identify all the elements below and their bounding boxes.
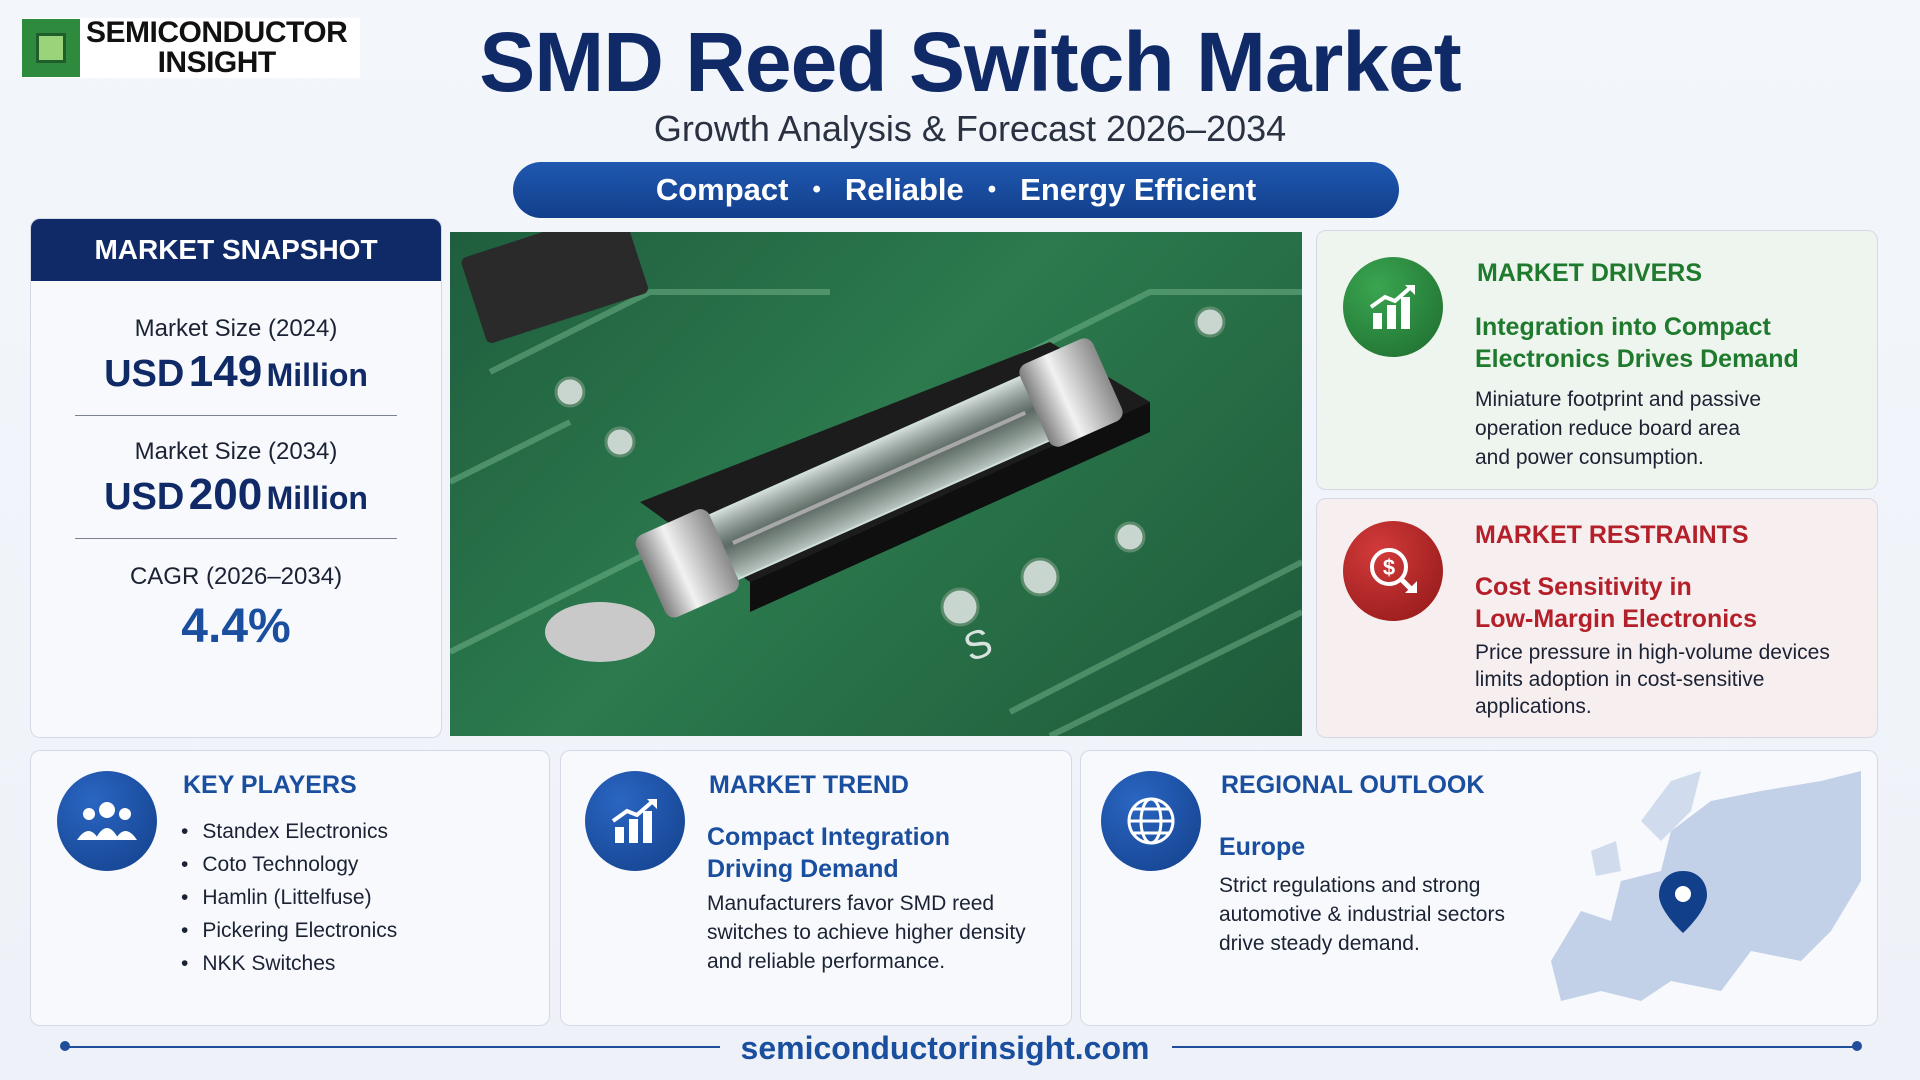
- cagr-value: 4.4%: [181, 600, 291, 653]
- drivers-subheading-line: Electronics Drives Demand: [1475, 345, 1799, 373]
- svg-text:$: $: [1383, 555, 1395, 580]
- footer-dot: [1852, 1041, 1862, 1051]
- snapshot-heading: MARKET SNAPSHOT: [31, 219, 441, 281]
- svg-text:S: S: [958, 620, 998, 670]
- tagline-pill: Compact • Reliable • Energy Efficient: [513, 162, 1399, 218]
- tag-reliable: Reliable: [844, 172, 964, 207]
- market-drivers-panel: MARKET DRIVERS Integration into Compact …: [1316, 230, 1878, 490]
- location-pin-icon: [1659, 871, 1707, 933]
- chip-icon: [22, 19, 80, 77]
- list-item: NKK Switches: [181, 947, 397, 980]
- trend-subheading-line: Driving Demand: [707, 855, 899, 883]
- restraints-text-line: Price pressure in high-volume devices: [1475, 641, 1830, 664]
- market-size-2034-label: Market Size (2034): [134, 438, 338, 465]
- tag-separator: •: [987, 176, 997, 203]
- reed-switch-photo: S: [450, 232, 1302, 736]
- market-snapshot-panel: MARKET SNAPSHOT Market Size (2024) USD 1…: [30, 218, 442, 738]
- currency: USD: [104, 353, 185, 395]
- regional-text-line: automotive & industrial sectors: [1219, 903, 1505, 926]
- tag-energy-efficient: Energy Efficient: [1020, 172, 1257, 207]
- trend-subheading-line: Compact Integration: [707, 823, 951, 851]
- key-players-panel: KEY PLAYERS Standex Electronics Coto Tec…: [30, 750, 550, 1026]
- pcb-illustration: S: [450, 232, 1302, 736]
- currency: USD: [104, 476, 185, 518]
- drivers-text-line: operation reduce board area: [1475, 417, 1741, 440]
- regional-text: Strict regulations and strong automotive…: [1219, 871, 1505, 958]
- trend-text: Manufacturers favor SMD reed switches to…: [707, 889, 1026, 976]
- regional-outlook-panel: REGIONAL OUTLOOK Europe Strict regulatio…: [1080, 750, 1878, 1026]
- market-size-2034-value: 200: [188, 470, 263, 519]
- market-size-2024-label: Market Size (2024): [134, 315, 338, 342]
- growth-chart-icon: [1343, 257, 1443, 357]
- market-restraints-panel: $ MARKET RESTRAINTS Cost Sensitivity in …: [1316, 498, 1878, 738]
- market-trend-panel: MARKET TREND Compact Integration Driving…: [560, 750, 1072, 1026]
- page-subtitle: Growth Analysis & Forecast 2026–2034: [653, 108, 1287, 149]
- list-item: Standex Electronics: [181, 815, 397, 848]
- brand-name-line1: SEMICONDUCTOR: [86, 16, 348, 49]
- market-size-2034: Market Size (2034) USD 200 Million: [31, 438, 441, 520]
- restraints-subheading-line: Low-Margin Electronics: [1475, 605, 1757, 633]
- cagr-label: CAGR (2026–2034): [129, 563, 343, 590]
- unit: Million: [266, 480, 368, 516]
- footer-url[interactable]: semiconductorinsight.com: [740, 1030, 1150, 1066]
- brand-logo: SEMICONDUCTOR INSIGHT: [22, 18, 360, 78]
- restraints-text-line: applications.: [1475, 695, 1592, 718]
- market-size-2024: Market Size (2024) USD 149 Million: [31, 315, 441, 397]
- trend-subheading: Compact Integration Driving Demand: [707, 821, 950, 885]
- drivers-subheading-line: Integration into Compact: [1475, 313, 1771, 341]
- drivers-heading: MARKET DRIVERS: [1477, 259, 1703, 287]
- restraints-subheading-line: Cost Sensitivity in: [1475, 573, 1692, 601]
- europe-map: [1551, 771, 1861, 1001]
- page-title: SMD Reed Switch Market: [479, 15, 1462, 109]
- region-name: Europe: [1219, 833, 1306, 861]
- list-item: Hamlin (Littelfuse): [181, 881, 397, 914]
- regional-text-line: drive steady demand.: [1219, 932, 1420, 955]
- tag-compact: Compact: [655, 172, 789, 207]
- players-list: Standex Electronics Coto Technology Haml…: [181, 815, 397, 980]
- group-icon: [57, 771, 157, 871]
- players-heading: KEY PLAYERS: [183, 771, 357, 799]
- cagr: CAGR (2026–2034) 4.4%: [31, 563, 441, 654]
- divider: [75, 538, 397, 539]
- footer-line: [1172, 1046, 1856, 1048]
- trend-text-line: Manufacturers favor SMD reed: [707, 892, 995, 915]
- brand-name-line2: INSIGHT: [157, 46, 277, 79]
- trend-chart-icon: [585, 771, 685, 871]
- drivers-subheading: Integration into Compact Electronics Dri…: [1475, 311, 1799, 375]
- drivers-text-line: and power consumption.: [1475, 446, 1704, 469]
- restraints-text-line: limits adoption in cost-sensitive: [1475, 668, 1765, 691]
- list-item: Coto Technology: [181, 848, 397, 881]
- regional-text-line: Strict regulations and strong: [1219, 874, 1481, 897]
- trend-text-line: switches to achieve higher density: [707, 921, 1026, 944]
- tag-separator: •: [812, 176, 821, 203]
- unit: Million: [266, 357, 368, 393]
- trend-heading: MARKET TREND: [709, 771, 909, 799]
- restraints-subheading: Cost Sensitivity in Low-Margin Electroni…: [1475, 571, 1757, 635]
- divider: [75, 415, 397, 416]
- globe-icon: [1101, 771, 1201, 871]
- drivers-text: Miniature footprint and passive operatio…: [1475, 385, 1761, 472]
- regional-heading: REGIONAL OUTLOOK: [1221, 771, 1485, 799]
- footer-line: [64, 1046, 720, 1048]
- market-size-2024-value: 149: [188, 347, 263, 396]
- trend-text-line: and reliable performance.: [707, 950, 946, 973]
- drivers-text-line: Miniature footprint and passive: [1475, 388, 1761, 411]
- restraints-text: Price pressure in high-volume devices li…: [1475, 639, 1830, 720]
- restraints-heading: MARKET RESTRAINTS: [1475, 521, 1749, 549]
- dollar-down-icon: $: [1343, 521, 1443, 621]
- list-item: Pickering Electronics: [181, 914, 397, 947]
